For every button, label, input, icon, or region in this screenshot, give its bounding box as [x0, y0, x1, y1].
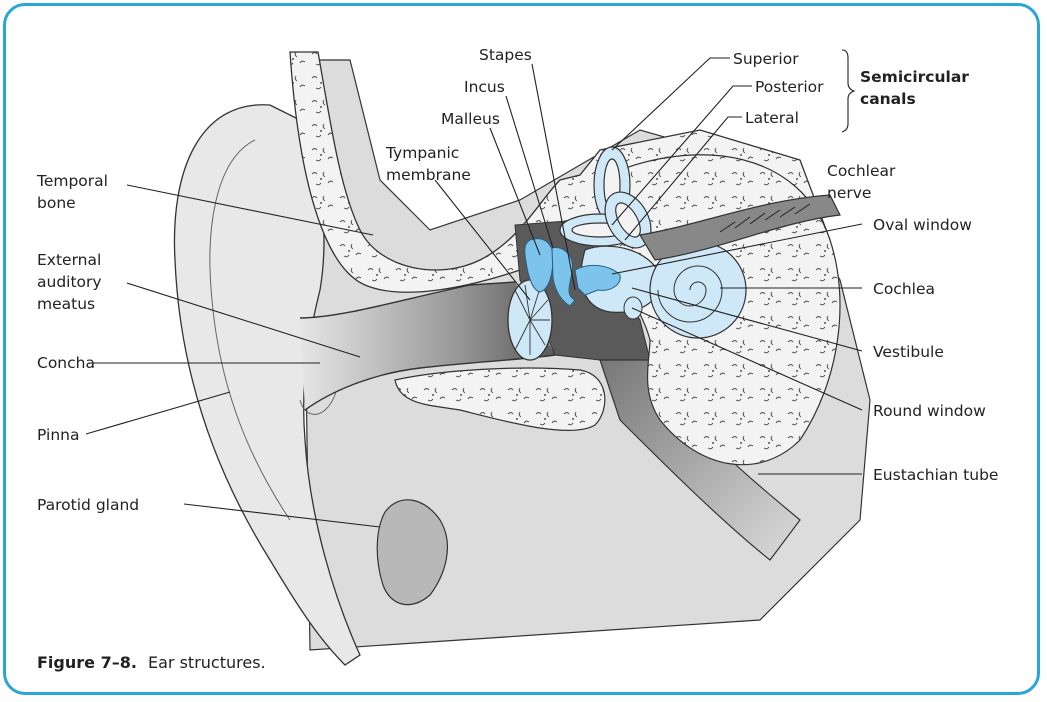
label-incus: Incus [464, 78, 505, 96]
label-vestibule: Vestibule [873, 343, 944, 361]
label-posterior: Posterior [755, 78, 824, 96]
label-external-auditory-1: External [37, 251, 101, 269]
label-cochlear-nerve-2: nerve [827, 184, 871, 202]
label-eustachian-tube: Eustachian tube [873, 466, 998, 484]
label-temporal-bone-2: bone [37, 194, 76, 212]
label-concha: Concha [37, 354, 95, 372]
label-tympanic-2: membrane [386, 166, 471, 184]
label-round-window: Round window [873, 402, 986, 420]
tympanic-membrane-shape [508, 280, 552, 360]
caption-number: Figure 7–8. [37, 653, 137, 672]
label-semicircular-1: Semicircular [860, 68, 969, 86]
label-external-auditory-2: auditory [37, 273, 102, 291]
label-temporal-bone-1: Temporal [36, 172, 108, 190]
label-tympanic-1: Tympanic [385, 144, 459, 162]
label-superior: Superior [733, 50, 799, 68]
label-pinna: Pinna [37, 426, 79, 444]
label-stapes: Stapes [479, 46, 532, 64]
label-external-auditory-3: meatus [37, 295, 95, 313]
caption-text: Ear structures. [148, 653, 266, 672]
label-malleus: Malleus [441, 110, 500, 128]
label-cochlea: Cochlea [873, 280, 935, 298]
label-parotid-gland: Parotid gland [37, 496, 139, 514]
label-lateral: Lateral [745, 109, 799, 127]
label-oval-window: Oval window [873, 216, 972, 234]
label-semicircular-2: canals [860, 90, 916, 108]
figure-caption: Figure 7–8. Ear structures. [37, 653, 266, 672]
label-cochlear-nerve-1: Cochlear [827, 162, 896, 180]
